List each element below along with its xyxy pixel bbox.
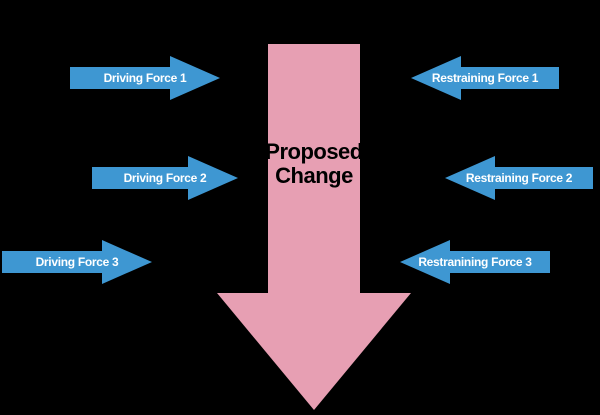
driving-force-3-arrow-head [102,240,152,284]
proposed-change-label-line1: Proposed [265,139,363,164]
driving-force-3-arrow-body [2,251,102,273]
driving-force-1-arrow-head [170,56,220,100]
proposed-change-label-line2: Change [275,163,353,188]
proposed-change-arrow-body [268,44,360,293]
restraining-force-1-arrow-head [411,56,461,100]
driving-force-1-arrow: Driving Force 1 [70,56,220,100]
restraining-force-3-arrow-head [400,240,450,284]
restraining-force-3-label: Restranining Force 3 [418,255,532,269]
driving-force-1-arrow-body [70,67,170,89]
restraining-force-1-arrow-body [461,67,559,89]
restraining-force-2-label: Restraining Force 2 [465,171,573,185]
proposed-change-arrow-head [217,293,411,410]
driving-force-2-label: Driving Force 2 [123,171,207,185]
restraining-force-2-arrow: Restraining Force 2 [445,156,593,200]
driving-force-2-arrow-body [92,167,188,189]
driving-force-3-label: Driving Force 3 [35,255,119,269]
driving-force-2-arrow: Driving Force 2 [92,156,238,200]
proposed-change-label: Proposed Change [254,140,374,188]
restraining-force-3-arrow: Restranining Force 3 [400,240,550,284]
restraining-force-2-arrow-body [495,167,593,189]
driving-force-2-arrow-head [188,156,238,200]
driving-force-1-label: Driving Force 1 [103,71,187,85]
driving-force-3-arrow: Driving Force 3 [2,240,152,284]
restraining-force-1-arrow: Restraining Force 1 [411,56,559,100]
restraining-force-1-label: Restraining Force 1 [431,71,539,85]
restraining-force-2-arrow-head [445,156,495,200]
restraining-force-3-arrow-body [450,251,550,273]
